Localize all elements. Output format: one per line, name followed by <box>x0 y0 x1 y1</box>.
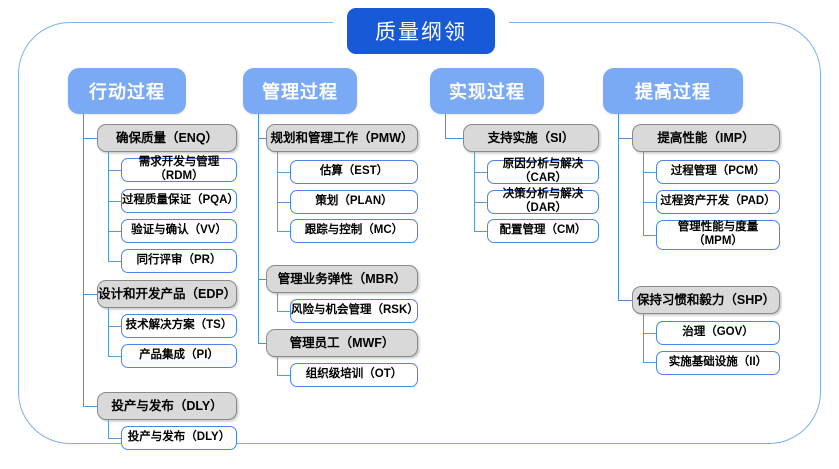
trunk-stub-col-0-g2 <box>83 406 97 408</box>
trunk-stub-col-3-g1 <box>618 300 632 302</box>
trunk-line-col-0 <box>83 114 85 407</box>
group-stub-3-1-0 <box>643 333 656 335</box>
group-stub-1-0-2 <box>277 231 290 233</box>
column-header-2[interactable]: 实现过程 <box>430 68 544 114</box>
trunk-stub-col-1-g1 <box>258 279 266 281</box>
group-stub-0-1-0 <box>108 326 121 328</box>
group-stub-3-0-0 <box>643 172 656 174</box>
group-stub-3-0-1 <box>643 202 656 204</box>
group-stub-0-0-0 <box>108 170 121 172</box>
trunk-stub-col-1-g2 <box>258 343 266 345</box>
group-stub-1-1-0 <box>277 311 290 313</box>
column-header-3[interactable]: 提高过程 <box>603 68 743 114</box>
leaf-box-0-0-1[interactable]: 过程质量保证（PQA） <box>121 189 239 213</box>
group-spine-1-0 <box>277 152 279 231</box>
group-box-1-2[interactable]: 管理员工（MWF） <box>266 329 418 357</box>
group-box-0-2[interactable]: 投产与发布（DLY） <box>97 392 237 420</box>
group-spine-0-0 <box>108 152 110 261</box>
column-header-1[interactable]: 管理过程 <box>243 68 357 114</box>
leaf-box-3-0-2[interactable]: 管理性能与度量 （MPM） <box>656 220 780 250</box>
leaf-box-0-2-0[interactable]: 投产与发布（DLY） <box>121 426 237 450</box>
leaf-box-1-2-0[interactable]: 组织级培训（OT） <box>290 363 418 387</box>
group-stub-0-1-1 <box>108 356 121 358</box>
trunk-line-col-3 <box>618 114 620 301</box>
group-spine-3-1 <box>643 314 645 363</box>
leaf-box-2-0-0[interactable]: 原因分析与解决（CAR） <box>487 158 599 184</box>
group-stub-2-0-0 <box>474 172 487 174</box>
leaf-box-1-0-2[interactable]: 跟踪与控制（MC） <box>290 219 418 243</box>
group-stub-3-1-1 <box>643 362 656 364</box>
group-spine-1-1 <box>277 293 279 312</box>
trunk-stub-col-0-g0 <box>83 138 97 140</box>
leaf-box-3-1-0[interactable]: 治理（GOV） <box>656 321 780 345</box>
group-stub-1-0-1 <box>277 202 290 204</box>
root-title: 质量纲领 <box>347 8 495 54</box>
leaf-box-0-1-1[interactable]: 产品集成（PI） <box>121 344 237 368</box>
leaf-box-0-0-3[interactable]: 同行评审（PR） <box>121 249 237 273</box>
leaf-box-3-0-0[interactable]: 过程管理（PCM） <box>656 160 780 184</box>
trunk-line-col-1 <box>258 114 260 344</box>
group-stub-0-0-1 <box>108 201 121 203</box>
group-stub-0-0-3 <box>108 261 121 263</box>
group-stub-1-0-0 <box>277 172 290 174</box>
group-stub-2-0-2 <box>474 231 487 233</box>
group-spine-0-2 <box>108 420 110 439</box>
leaf-box-1-1-0[interactable]: 风险与机会管理（RSK） <box>290 299 419 323</box>
group-box-1-0[interactable]: 规划和管理工作（PMW） <box>266 124 418 152</box>
trunk-stub-col-3-g0 <box>618 138 632 140</box>
group-spine-1-2 <box>277 357 279 376</box>
group-spine-2-0 <box>474 152 476 231</box>
group-box-3-0[interactable]: 提高性能（IMP） <box>632 124 780 152</box>
group-stub-0-0-2 <box>108 231 121 233</box>
group-box-2-0[interactable]: 支持实施（SI） <box>463 124 599 152</box>
group-stub-2-0-1 <box>474 202 487 204</box>
group-spine-3-0 <box>643 152 645 235</box>
group-stub-3-0-2 <box>643 235 656 237</box>
leaf-box-0-1-0[interactable]: 技术解决方案（TS） <box>121 314 237 338</box>
group-box-3-1[interactable]: 保持习惯和毅力（SHP） <box>632 286 780 314</box>
group-stub-1-2-0 <box>277 375 290 377</box>
leaf-box-2-0-2[interactable]: 配置管理（CM） <box>487 219 599 243</box>
group-box-0-1[interactable]: 设计和开发产品（EDP） <box>97 280 237 308</box>
leaf-box-3-1-1[interactable]: 实施基础设施（II） <box>656 351 780 375</box>
leaf-box-0-0-0[interactable]: 需求开发与管理（RDM） <box>121 156 237 182</box>
leaf-box-3-0-1[interactable]: 过程资产开发（PAD） <box>656 190 780 214</box>
trunk-stub-col-0-g1 <box>83 294 97 296</box>
group-spine-0-1 <box>108 308 110 356</box>
group-stub-0-2-0 <box>108 438 121 440</box>
group-box-0-0[interactable]: 确保质量（ENQ） <box>97 124 237 152</box>
leaf-box-0-0-2[interactable]: 验证与确认（VV） <box>121 219 237 243</box>
leaf-box-2-0-1[interactable]: 决策分析与解决（DAR） <box>487 188 599 214</box>
trunk-line-col-2 <box>445 114 447 139</box>
group-box-1-1[interactable]: 管理业务弹性（MBR） <box>266 265 418 293</box>
trunk-stub-col-2-g0 <box>445 138 463 140</box>
column-header-0[interactable]: 行动过程 <box>68 68 186 114</box>
leaf-box-1-0-1[interactable]: 策划（PLAN） <box>290 190 418 214</box>
trunk-stub-col-1-g0 <box>258 138 266 140</box>
leaf-box-1-0-0[interactable]: 估算（EST） <box>290 160 418 184</box>
